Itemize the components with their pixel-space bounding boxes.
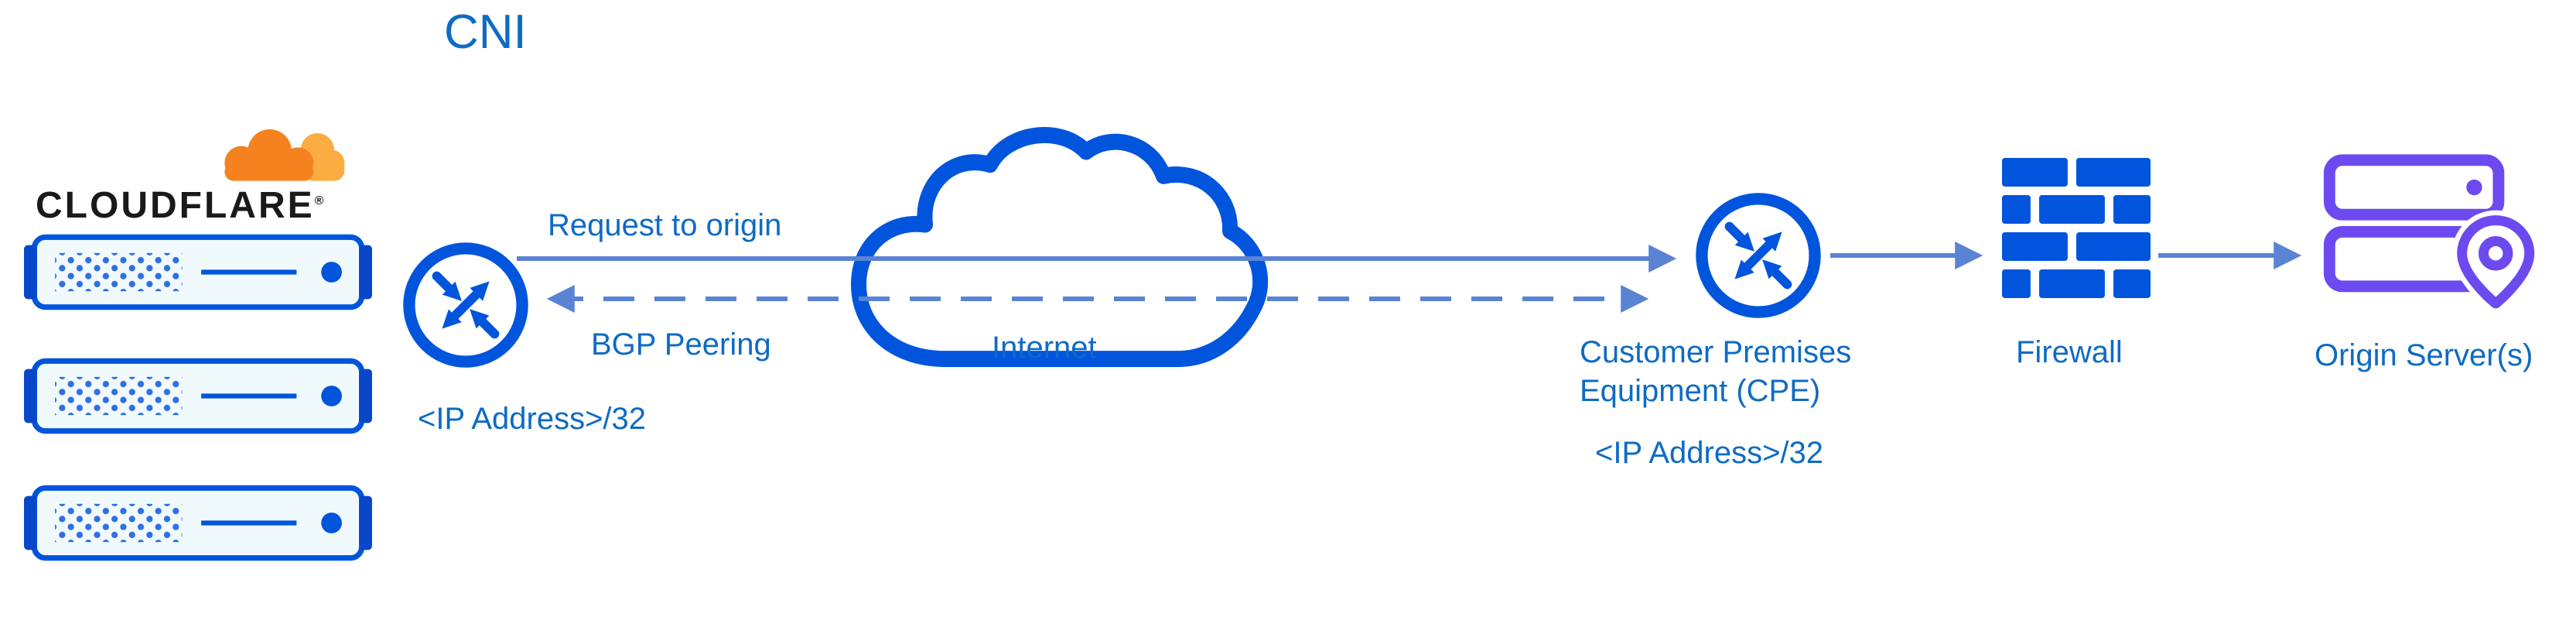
firewall-label: Firewall (2016, 335, 2123, 369)
location-pin-icon (2451, 210, 2537, 317)
edge-server-icon (24, 485, 372, 561)
edge-router-ip-label: <IP Address>/32 (418, 402, 647, 436)
cpe-ip-label: <IP Address>/32 (1595, 436, 1824, 470)
edge-server-icon (24, 358, 372, 434)
cloudflare-wordmark: CLOUDFLARE® (36, 184, 323, 227)
request-to-origin-label: Request to origin (548, 208, 782, 242)
diagram-title: CNI (444, 5, 527, 59)
edge-server-icon (24, 234, 372, 310)
cloudflare-logo-icon (224, 129, 345, 181)
origin-server-label: Origin Server(s) (2315, 338, 2533, 372)
firewall-icon (2002, 158, 2151, 298)
cpe-router-icon (1696, 193, 1821, 318)
cloudflare-brand-text: CLOUDFLARE (36, 185, 315, 226)
trademark-symbol: ® (314, 194, 324, 207)
bgp-peering-label: BGP Peering (591, 327, 771, 362)
cpe-label: Customer Premises Equipment (CPE) (1580, 335, 1852, 408)
origin-server-icon (2323, 154, 2537, 317)
cni-router-icon (403, 242, 528, 368)
internet-label: Internet (992, 331, 1097, 365)
